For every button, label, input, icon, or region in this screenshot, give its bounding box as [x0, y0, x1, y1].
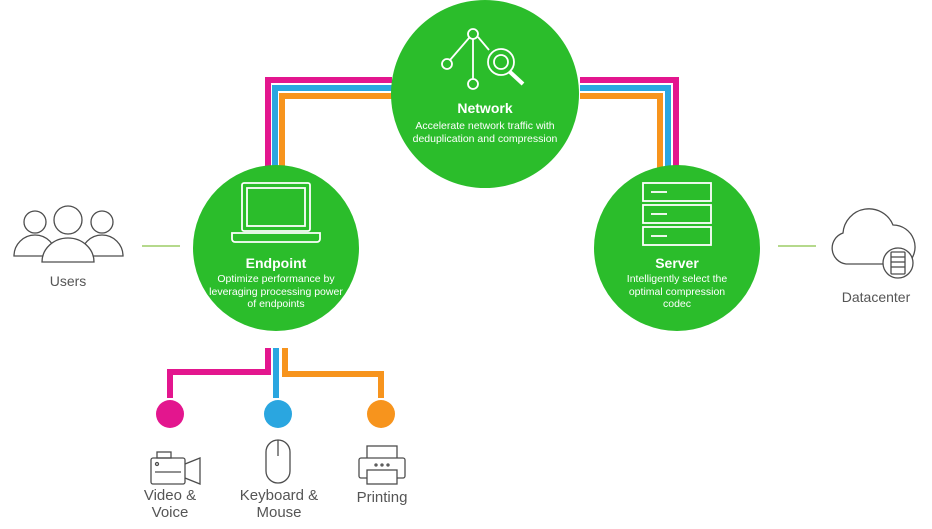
endpoint-network-connector	[265, 77, 392, 192]
connector-blue	[272, 85, 392, 190]
peripheral-connectors	[167, 348, 384, 398]
connector-orange	[580, 93, 663, 172]
endpoint-description: Optimize performance by leveraging proce…	[209, 273, 343, 310]
endpoint-node: Endpoint Optimize performance by leverag…	[193, 165, 359, 331]
mouse-icon	[265, 439, 291, 484]
printing-dot	[367, 400, 395, 428]
connector-magenta	[265, 77, 392, 192]
endpoint-title: Endpoint	[245, 255, 307, 271]
users-icon	[13, 205, 124, 263]
connector-video	[167, 348, 271, 398]
network-title: Network	[457, 100, 513, 116]
network-search-icon	[441, 28, 525, 90]
connector-magenta	[580, 77, 679, 182]
video-voice-label: Video & Voice	[143, 487, 197, 521]
connector-orange	[279, 93, 392, 188]
datacenter-label: Datacenter	[841, 289, 911, 305]
network-server-connector	[580, 77, 679, 182]
server-node: Server Intelligently select the optimal …	[594, 165, 760, 331]
server-title: Server	[655, 255, 699, 271]
cloud-server-icon	[831, 208, 916, 279]
video-camera-icon	[150, 451, 201, 485]
laptop-icon	[231, 182, 321, 243]
mouse-dot	[264, 400, 292, 428]
network-description: Accelerate network traffic with deduplic…	[412, 120, 558, 145]
connector-blue	[580, 85, 671, 176]
keyboard-mouse-label: Keyboard & Mouse	[239, 487, 319, 521]
network-node: Network Accelerate network traffic with …	[391, 0, 579, 188]
connector-printing	[282, 348, 384, 398]
printing-label: Printing	[356, 489, 408, 506]
users-label: Users	[49, 273, 87, 289]
server-icon	[642, 182, 712, 246]
server-description: Intelligently select the optimal compres…	[626, 273, 728, 310]
printer-icon	[358, 445, 406, 485]
video-dot	[156, 400, 184, 428]
